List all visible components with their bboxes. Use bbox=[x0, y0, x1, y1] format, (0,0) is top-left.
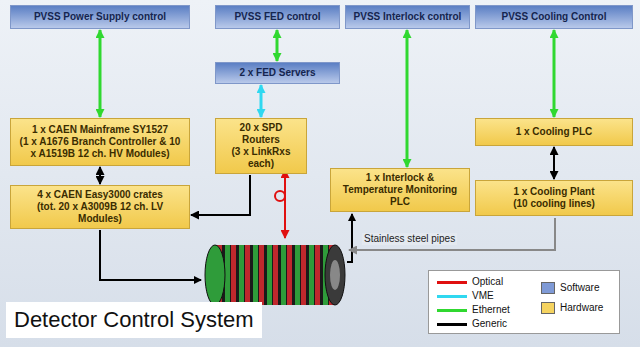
box-text: 20 x SPD Routers bbox=[221, 122, 301, 146]
software-box: PVSS FED control bbox=[215, 5, 340, 29]
legend-row: Generic bbox=[437, 317, 507, 331]
hardware-box: 1 x CAEN Mainframe SY1527(1 x A1676 Bran… bbox=[10, 118, 190, 166]
legend-row: Hardware bbox=[541, 301, 603, 315]
hardware-box: 1 x Cooling Plant(10 cooling lines) bbox=[475, 180, 633, 216]
legend-swatch bbox=[437, 309, 467, 312]
software-box: PVSS Interlock control bbox=[345, 5, 470, 29]
box-text: 2 x FED Servers bbox=[239, 67, 315, 79]
legend-text: Software bbox=[560, 281, 599, 295]
box-text: (1 x A1676 Branch Controller & 10 x A151… bbox=[16, 136, 184, 160]
hardware-box: 4 x CAEN Easy3000 crates(tot. 20 x A3009… bbox=[10, 185, 190, 229]
legend-row: Optical bbox=[437, 275, 503, 289]
fiber-loop bbox=[275, 191, 285, 201]
software-box: 2 x FED Servers bbox=[215, 62, 340, 84]
generic-line bbox=[100, 230, 201, 280]
box-text: 1 x Cooling Plant bbox=[513, 186, 594, 198]
box-text: 4 x CAEN Easy3000 crates bbox=[37, 189, 163, 201]
connector bbox=[406, 30, 409, 167]
box-text: (tot. 20 x A3009B 12 ch. LV Modules) bbox=[16, 201, 184, 225]
connector bbox=[191, 175, 250, 215]
legend-text: Hardware bbox=[560, 301, 603, 315]
connector bbox=[99, 30, 102, 117]
box-text: PVSS Cooling Control bbox=[502, 11, 607, 23]
pipe-line bbox=[349, 218, 555, 250]
legend-row: VME bbox=[437, 289, 494, 303]
legend-row: Software bbox=[541, 281, 599, 295]
legend-text: Optical bbox=[472, 275, 503, 289]
legend-swatch bbox=[437, 323, 467, 326]
connector bbox=[276, 30, 279, 61]
box-text: 1 x CAEN Mainframe SY1527 bbox=[32, 124, 168, 136]
software-box: PVSS Cooling Control bbox=[475, 5, 633, 29]
box-text: (3 x LinkRxs each) bbox=[221, 146, 301, 170]
detector-cylinder bbox=[205, 245, 345, 305]
hardware-box: 20 x SPD Routers(3 x LinkRxs each) bbox=[215, 118, 307, 174]
pipe-label: Stainless steel pipes bbox=[362, 233, 457, 245]
legend-text: Generic bbox=[472, 317, 507, 331]
legend-swatch bbox=[541, 282, 555, 294]
legend-row: Ethernet bbox=[437, 303, 510, 317]
box-text: PVSS FED control bbox=[234, 11, 320, 23]
connector bbox=[553, 30, 556, 117]
box-text: 1 x Interlock & Temperature Monitoring P… bbox=[336, 172, 464, 208]
legend-swatch bbox=[437, 281, 467, 284]
legend-swatch bbox=[541, 302, 555, 314]
connector bbox=[99, 167, 101, 184]
legend-text: VME bbox=[472, 289, 494, 303]
legend-text: Ethernet bbox=[472, 303, 510, 317]
legend-box: OpticalVMEEthernetGeneric SoftwareHardwar… bbox=[428, 270, 620, 334]
box-text: PVSS Interlock control bbox=[354, 11, 462, 23]
software-box: PVSS Power Supply control bbox=[10, 5, 190, 29]
box-text: 1 x Cooling PLC bbox=[516, 126, 593, 138]
box-text: PVSS Power Supply control bbox=[34, 11, 166, 23]
diagram-title: Detector Control System bbox=[6, 302, 262, 338]
optical-line bbox=[284, 170, 286, 238]
hardware-box: 1 x Interlock & Temperature Monitoring P… bbox=[330, 168, 470, 212]
hardware-box: 1 x Cooling PLC bbox=[475, 118, 633, 146]
connector bbox=[260, 85, 263, 117]
generic-line bbox=[347, 214, 352, 262]
legend-swatch bbox=[437, 295, 467, 298]
box-text: (10 cooling lines) bbox=[513, 198, 595, 210]
connector bbox=[553, 147, 555, 179]
